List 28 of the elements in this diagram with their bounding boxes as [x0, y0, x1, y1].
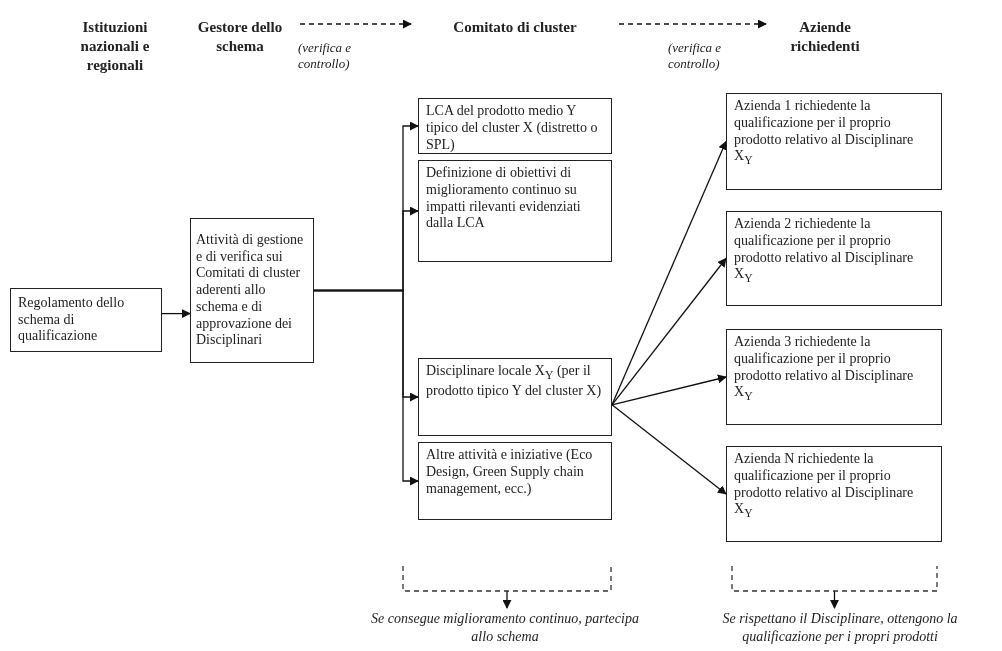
arrow	[611, 404, 727, 495]
process-box: Attività di gestione e di verifica sui Comitati di cluster aderenti allo schema e di approvazione dei Disciplinari	[190, 218, 314, 363]
process-box: Definizione di obiettivi di miglioramento continuo su impatti rilevanti evidenziati dalla LCA	[418, 160, 612, 262]
column-heading: Istituzioni nazionali e regionali	[60, 18, 170, 78]
bracket	[731, 566, 938, 592]
column-heading: Aziende richiedenti	[770, 18, 880, 58]
process-box: Altre attività e iniziative (Eco Design, Green Supply chain management, ecc.)	[418, 442, 612, 520]
process-box: Disciplinare locale X$_{Y}$ (per il prodotto tipico Y del cluster X)	[418, 358, 612, 436]
process-box: Azienda 2 richiedente la qualificazione per il proprio prodotto relativo al Disciplinare X$_{Y}$	[726, 211, 942, 306]
bracket	[402, 566, 612, 592]
arrow	[611, 374, 727, 406]
process-box: Azienda 3 richiedente la qualificazione per il proprio prodotto relativo al Disciplinare X$_{Y}$	[726, 329, 942, 425]
process-box: Azienda 1 richiedente la qualificazione per il proprio prodotto relativo al Disciplinare X$_{Y}$	[726, 93, 942, 190]
dashed-arrow	[618, 19, 767, 29]
process-box: LCA del prodotto medio Y tipico del cluster X (distretto o SPL)	[418, 98, 612, 154]
process-box: Azienda N richiedente la qualificazione per il proprio prodotto relativo al Disciplinare X$_{Y}$	[726, 446, 942, 542]
arrow	[313, 289, 419, 486]
arrow	[161, 309, 191, 319]
dashed-arrow	[299, 19, 412, 29]
arrow	[611, 140, 727, 406]
process-box: Regolamento dello schema di qualificazione	[10, 288, 162, 352]
arrow	[830, 590, 839, 609]
outcome-note: Se consegue miglioramento continuo, partecipa allo schema	[370, 610, 640, 650]
outcome-note: Se rispettano il Disciplinare, ottengono la qualificazione per i propri prodotti	[690, 610, 990, 650]
arrow	[611, 257, 727, 406]
column-heading: Comitato di cluster	[415, 18, 615, 40]
arrow	[502, 590, 512, 609]
column-heading: Gestore dello schema	[184, 18, 296, 58]
